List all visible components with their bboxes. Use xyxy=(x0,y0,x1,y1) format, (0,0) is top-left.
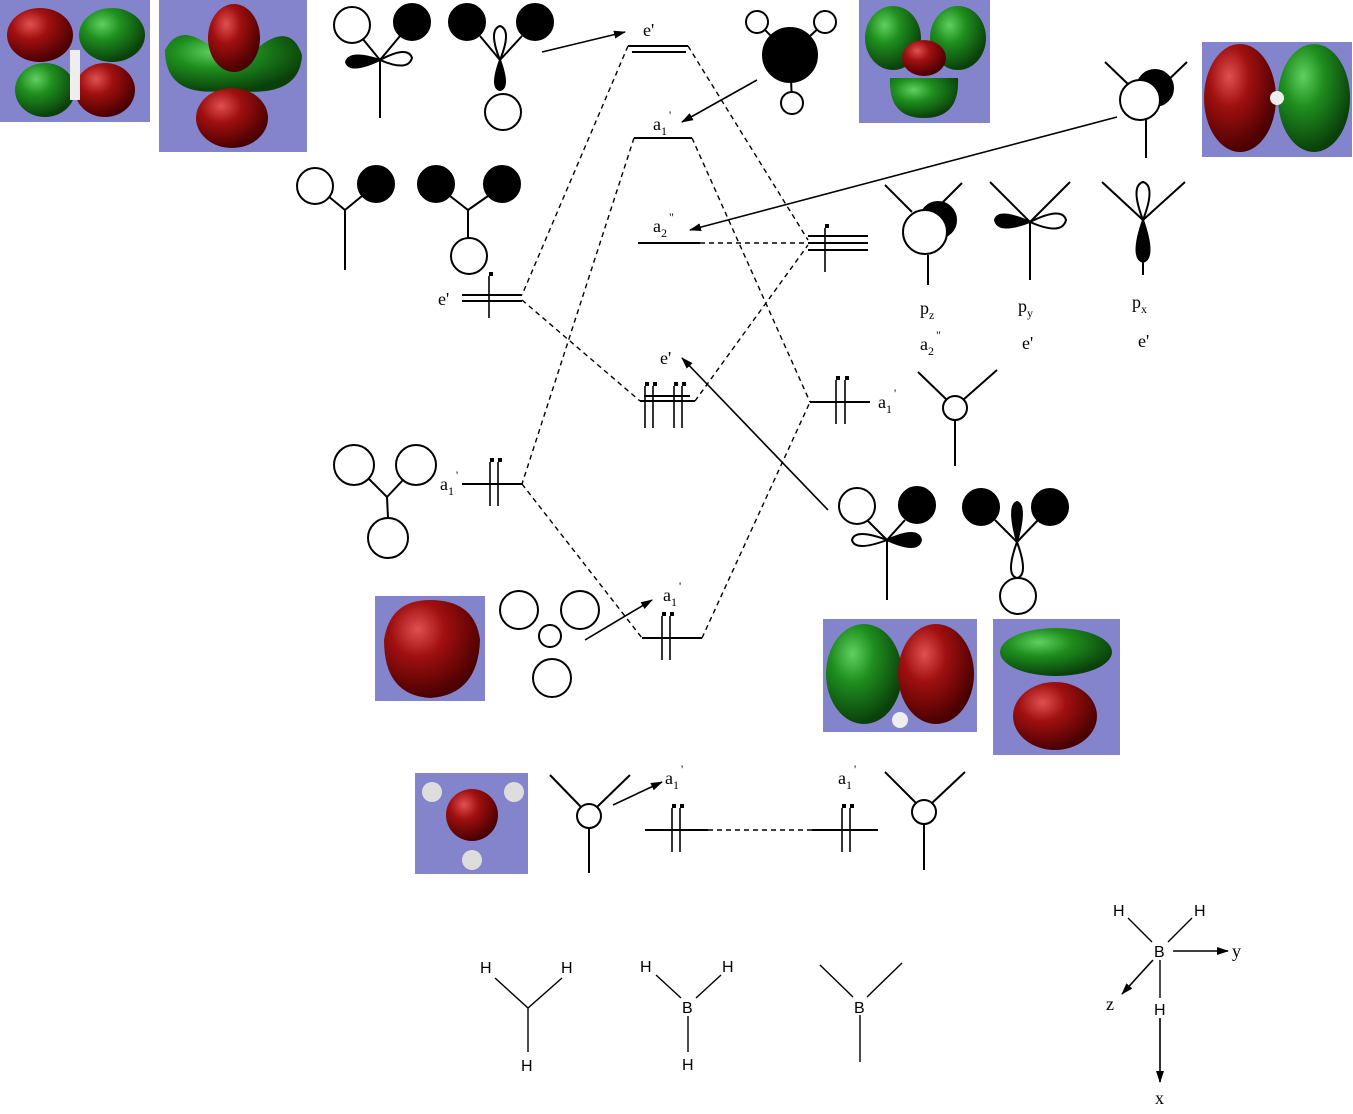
cartoon-px xyxy=(1101,180,1186,275)
level-b-2s xyxy=(810,380,870,424)
cartoon-pz-nonbonding xyxy=(1104,61,1188,158)
cartoon-a1-antibonding xyxy=(745,10,837,115)
correlation-lines xyxy=(521,45,812,831)
orbital-render-a2-nonbonding xyxy=(1202,42,1352,157)
label-pz-symmetry: a2" xyxy=(920,328,941,358)
label-h3-e: e' xyxy=(438,289,449,309)
label-a1-antibonding: a1' xyxy=(653,108,671,138)
svg-text:H: H xyxy=(722,959,734,976)
orbital-render-b-1s-core xyxy=(415,773,528,874)
structure-bh3: H H B H xyxy=(640,959,734,1074)
cartoon-b-2s xyxy=(917,369,998,466)
cartoon-pz xyxy=(884,182,963,285)
label-b-2s: a1' xyxy=(878,386,896,416)
label-px: px xyxy=(1132,292,1147,316)
orbital-render-a1-bonding xyxy=(375,596,485,701)
svg-text:H: H xyxy=(480,960,492,977)
coordinate-axes: H H B H y z x xyxy=(1106,903,1241,1108)
cartoon-h3-a1 xyxy=(333,444,437,559)
orbital-render-a1-antibonding xyxy=(859,0,990,123)
svg-text:H: H xyxy=(561,960,573,977)
label-px-symmetry: e' xyxy=(1138,331,1149,351)
cartoon-core-left xyxy=(549,774,631,873)
level-b-2p xyxy=(808,228,868,272)
svg-text:H: H xyxy=(640,959,652,976)
svg-text:H: H xyxy=(682,1057,694,1074)
label-h3-a1: a1' xyxy=(440,468,458,498)
cartoon-h3-e-1 xyxy=(296,165,395,270)
orbital-render-e-bonding-2 xyxy=(993,619,1120,755)
structure-b: B xyxy=(819,962,903,1062)
label-e-antibonding: e' xyxy=(643,20,654,40)
svg-text:z: z xyxy=(1106,994,1114,1014)
svg-text:B: B xyxy=(682,1000,693,1017)
cartoon-e-antibonding-2 xyxy=(448,3,554,131)
svg-text:H: H xyxy=(521,1058,533,1075)
cartoon-e-bonding-2 xyxy=(962,488,1069,615)
cartoon-a1-bonding xyxy=(499,590,600,698)
cartoon-py xyxy=(989,181,1071,280)
label-core-right: a1' xyxy=(838,762,856,792)
svg-text:B: B xyxy=(854,1000,865,1017)
structure-h3: H H H xyxy=(480,960,573,1075)
label-pz: pz xyxy=(920,298,934,322)
svg-text:x: x xyxy=(1155,1088,1164,1108)
level-a1-bonding xyxy=(642,616,702,660)
svg-text:B: B xyxy=(1154,944,1165,961)
level-h3-e xyxy=(462,276,522,318)
label-e-bonding: e' xyxy=(660,348,671,368)
label-core-left: a1' xyxy=(665,762,683,792)
svg-text:H: H xyxy=(1154,1002,1166,1019)
label-a1-bonding: a1' xyxy=(663,579,681,609)
cartoon-h3-e-2 xyxy=(417,165,521,275)
cartoon-e-antibonding-1 xyxy=(333,3,431,118)
svg-text:y: y xyxy=(1232,941,1241,961)
level-e-antibonding xyxy=(628,45,688,53)
label-a2-nonbonding: a2" xyxy=(653,210,674,240)
svg-text:H: H xyxy=(1113,903,1125,920)
orbital-render-e-antibonding-1 xyxy=(0,0,150,122)
orbital-render-e-antibonding-2 xyxy=(159,0,307,152)
level-h3-a1 xyxy=(462,462,522,506)
level-e-bonding xyxy=(640,386,695,428)
label-py-symmetry: e' xyxy=(1022,333,1033,353)
cartoon-core-right xyxy=(884,771,966,870)
level-core xyxy=(645,808,878,852)
label-py: py xyxy=(1018,296,1033,320)
cartoon-e-bonding-1 xyxy=(838,486,936,600)
pointer-arrows xyxy=(541,30,1118,806)
svg-text:H: H xyxy=(1194,903,1206,920)
orbital-render-e-bonding-1 xyxy=(823,619,977,732)
